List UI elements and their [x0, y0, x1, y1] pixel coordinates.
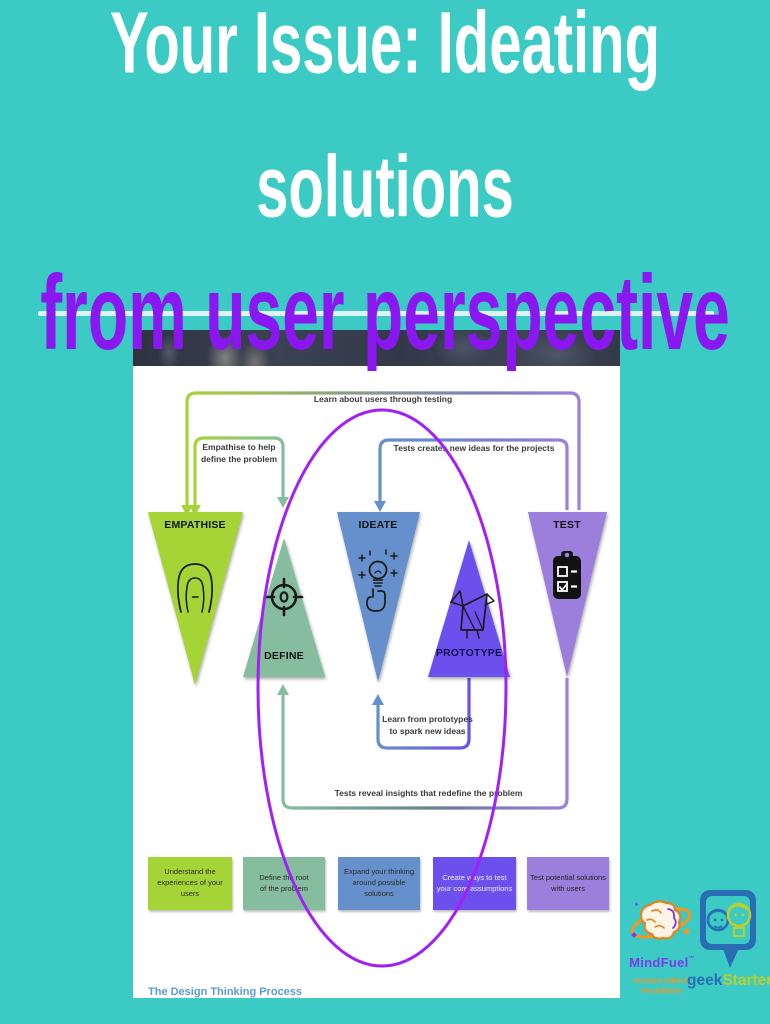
head-profile-icon [177, 563, 213, 613]
slide-title-line1: Your Issue: Ideating [109, 0, 660, 92]
strikethrough-line [38, 311, 714, 316]
mindfuel-trademark: ™ [688, 956, 695, 962]
label-tests-reveal: Tests reveal insights that redefine the … [334, 788, 523, 798]
stage-label-prototype: PROTOTYPE [435, 647, 503, 659]
mindfuel-brain-icon [630, 900, 692, 940]
triangle-empathise [148, 512, 243, 685]
diagram-caption: The Design Thinking Process [148, 986, 303, 998]
clipboard-check-icon [553, 551, 581, 599]
photo-strip [133, 330, 620, 366]
stage-description-define: Define the root of the problem [243, 857, 325, 910]
slide-title-line2: solutions [256, 138, 514, 237]
geekstarter-word-starter: Starter [722, 972, 770, 989]
label-empathise-help: Empathise to help define the problem [200, 442, 278, 464]
mindfuel-logo: MindFuel™ Science Alberta Foundation [626, 893, 698, 996]
design-thinking-image: Learn about users through testing Empath… [133, 330, 620, 998]
slide-title: Your Issue: Ideating solutions [0, 0, 770, 260]
triangle-ideate [337, 512, 420, 682]
stage-label-ideate: IDEATE [358, 519, 398, 531]
stage-label-empathise: EMPATHISE [164, 519, 226, 531]
geekstarter-bubble-icon [700, 890, 756, 968]
stage-description-empathise: Understand the experiences of your users [148, 857, 232, 910]
geekstarter-logo: geekStarter [687, 888, 770, 989]
label-learn-about-users: Learn about users through testing [313, 394, 453, 404]
mindfuel-tagline: Science Alberta Foundation [634, 976, 690, 996]
arrow-learn-about-users [181, 391, 581, 516]
stage-label-test: TEST [553, 519, 581, 531]
mindfuel-name-text: MindFuel [629, 955, 689, 970]
stage-label-define: DEFINE [264, 650, 304, 662]
geekstarter-word-geek: geek [687, 972, 723, 989]
label-tests-create: Tests creates new ideas for the projects [393, 443, 555, 453]
label-learn-prototypes: Learn from prototypes to spark new ideas [382, 714, 473, 736]
stage-description-test: Test potential solutions with users [527, 857, 609, 910]
slide-subtitle: from user perspective [40, 252, 730, 372]
mindfuel-wordmark: MindFuel™ [626, 955, 698, 970]
geekstarter-wordmark: geekStarter [687, 972, 770, 990]
stage-description-prototype: Create ways to test your core assumption… [433, 857, 516, 910]
stage-description-ideate: Expand your thinking around possible sol… [338, 857, 420, 910]
